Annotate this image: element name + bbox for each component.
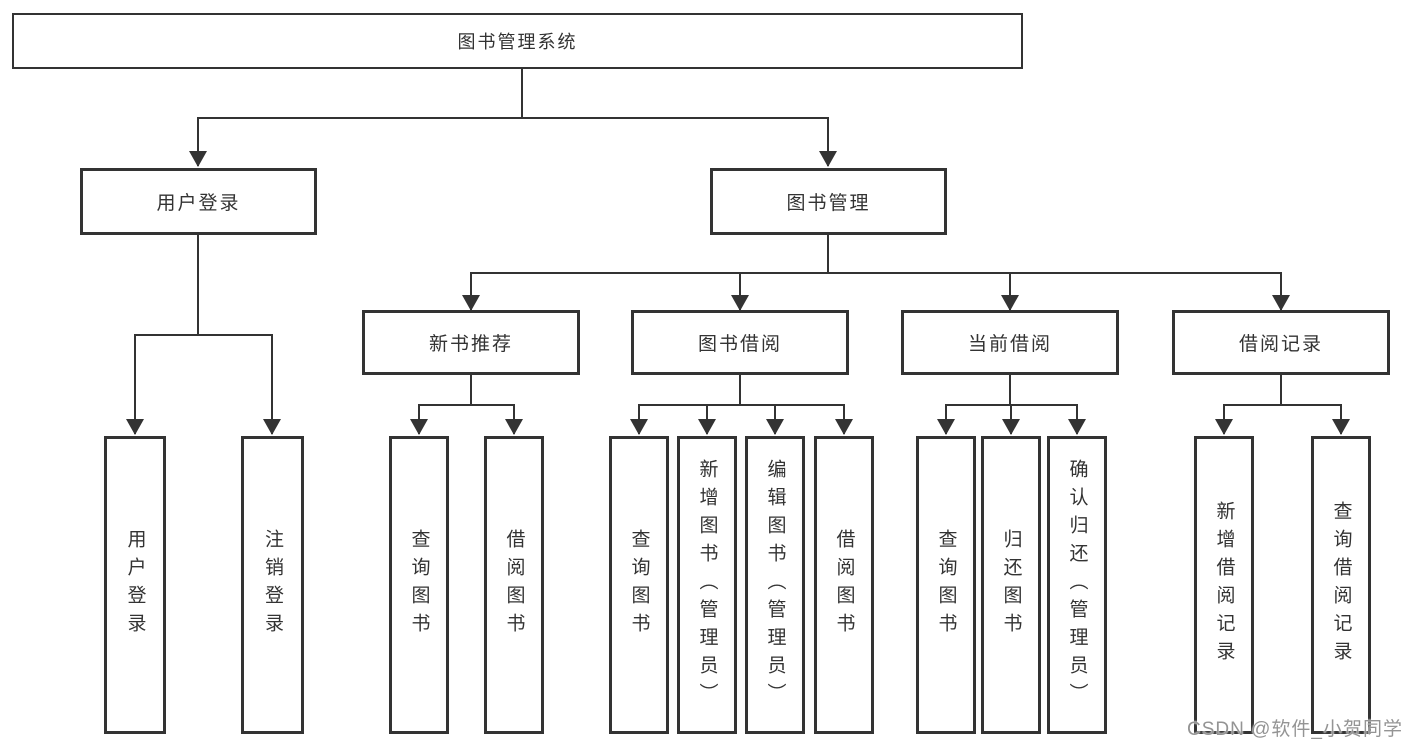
node-label: 图书管理系统	[457, 32, 578, 52]
leaf-label: 归还图书	[1000, 529, 1022, 641]
leaf-logout: 注销登录	[241, 436, 304, 734]
node-borrow-records: 借阅记录	[1172, 310, 1390, 375]
node-label: 当前借阅	[967, 334, 1052, 355]
leaf-return-book: 归还图书	[981, 436, 1041, 734]
node-label: 图书借阅	[697, 334, 782, 355]
node-label: 借阅记录	[1238, 334, 1323, 355]
node-current-borrowing: 当前借阅	[901, 310, 1119, 375]
node-book-management: 图书管理	[710, 168, 947, 235]
leaf-label: 借阅图书	[503, 529, 525, 641]
leaf-query-borrow-record: 查询借阅记录	[1311, 436, 1371, 734]
leaf-confirm-return-admin: 确认归还（管理员）	[1047, 436, 1107, 734]
leaf-label: 新增图书（管理员）	[696, 459, 718, 711]
node-label: 用户登录	[156, 193, 241, 214]
leaf-user-login: 用户登录	[104, 436, 166, 734]
leaf-label: 用户登录	[124, 529, 146, 641]
leaf-label: 查询图书	[935, 529, 957, 641]
leaf-query-books-recommend: 查询图书	[389, 436, 449, 734]
leaf-label: 注销登录	[262, 529, 283, 641]
node-book-borrowing: 图书借阅	[631, 310, 849, 375]
leaf-label: 编辑图书（管理员）	[764, 459, 786, 711]
leaf-add-book-admin: 新增图书（管理员）	[677, 436, 737, 734]
leaf-label: 新增借阅记录	[1213, 501, 1235, 669]
leaf-add-borrow-record: 新增借阅记录	[1194, 436, 1254, 734]
leaf-label: 查询借阅记录	[1330, 501, 1352, 669]
leaf-edit-book-admin: 编辑图书（管理员）	[745, 436, 805, 734]
node-label: 图书管理	[786, 193, 871, 214]
leaf-label: 确认归还（管理员）	[1066, 459, 1088, 711]
leaf-query-books-current: 查询图书	[916, 436, 976, 734]
leaf-borrow-books-recommend: 借阅图书	[484, 436, 544, 734]
node-user-login: 用户登录	[80, 168, 317, 235]
leaf-borrow-book: 借阅图书	[814, 436, 874, 734]
leaf-label: 借阅图书	[833, 529, 855, 641]
csdn-watermark: CSDN @软件_小贺同学	[1187, 719, 1403, 740]
leaf-label: 查询图书	[408, 529, 430, 641]
node-library-management-system: 图书管理系统	[12, 13, 1023, 69]
node-label: 新书推荐	[428, 334, 513, 355]
node-new-book-recommend: 新书推荐	[362, 310, 580, 375]
leaf-label: 查询图书	[628, 529, 650, 641]
leaf-query-books: 查询图书	[609, 436, 669, 734]
